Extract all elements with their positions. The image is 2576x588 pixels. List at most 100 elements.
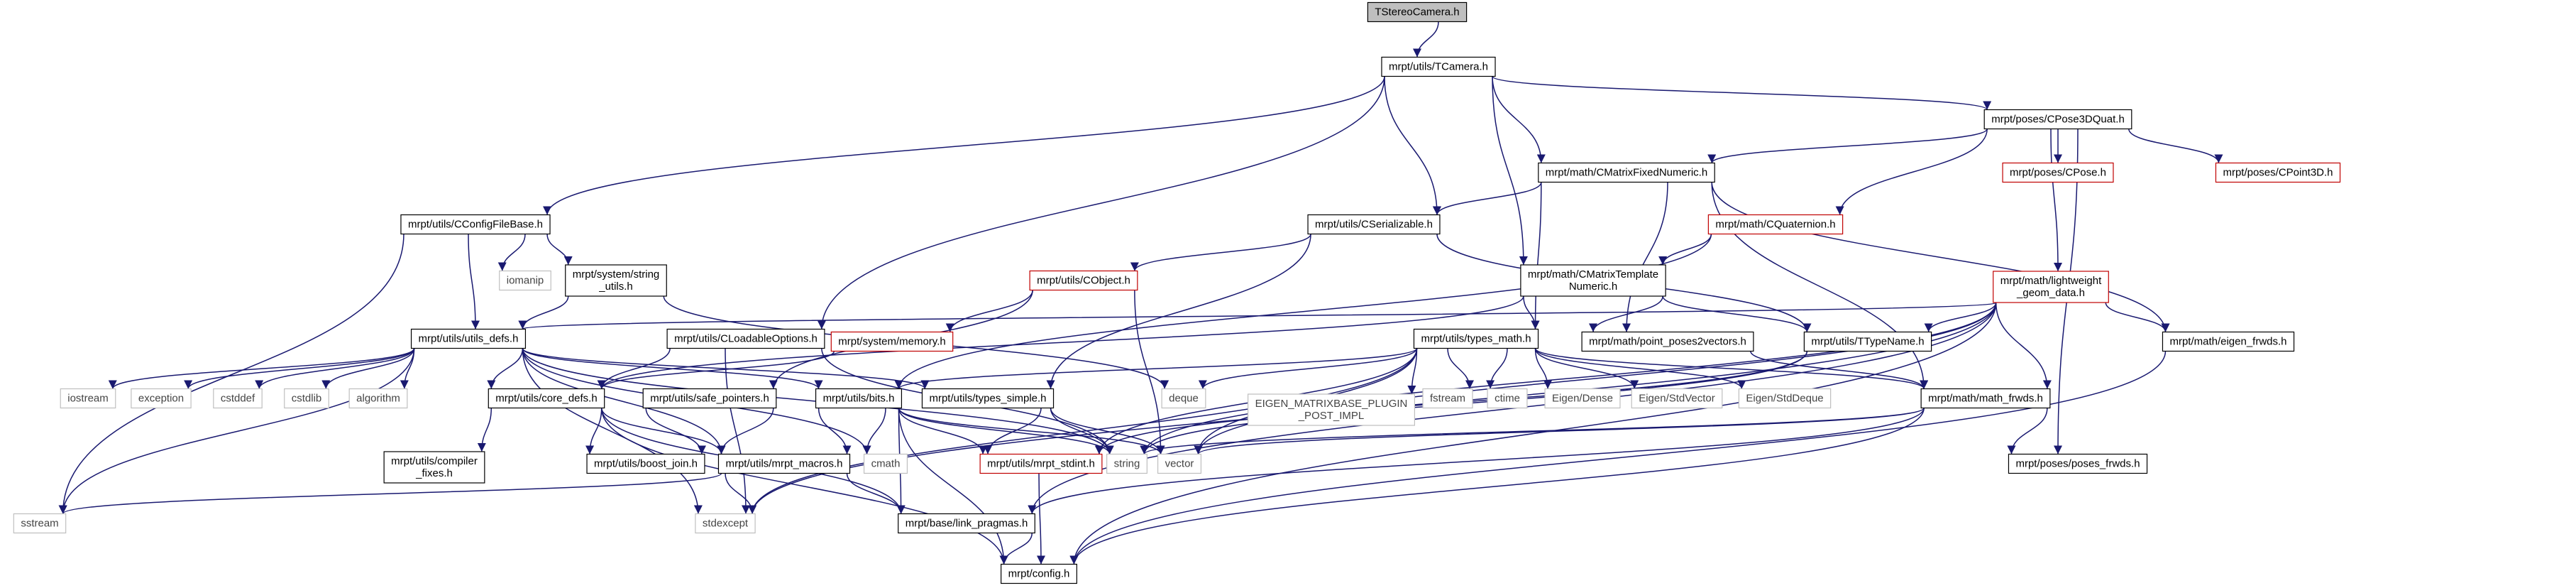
node-cserializable[interactable]: mrpt/utils/CSerializable.h [1307,214,1441,235]
edge-utils_defs-to-types_simple [522,347,930,390]
node-box [1631,388,1723,409]
node-cpose3dquat[interactable]: mrpt/poses/CPose3DQuat.h [1983,109,2132,130]
node-types-simple[interactable]: mrpt/utils/types_simple.h [921,388,1055,409]
node-label: mrpt/utils/TTypeName.h [1811,336,1924,348]
node-bits[interactable]: mrpt/utils/bits.h [815,388,903,409]
node-lightweight-geom-data[interactable]: mrpt/math/lightweight_geom_data.h [1993,271,2109,303]
node-math-frwds[interactable]: mrpt/math/math_frwds.h [1920,388,2051,409]
node-label: mrpt/math/eigen_frwds.h [2169,336,2286,348]
node-label: mrpt/utils/mrpt_stdint.h [987,458,1095,470]
node-eigendense: Eigen/Dense [1544,388,1621,409]
node-label: Eigen/StdDeque [1746,393,1823,405]
node-cloadableoptions[interactable]: mrpt/utils/CLoadableOptions.h [666,328,825,349]
node-deque: deque [1161,388,1206,409]
node-label: _utils.h [598,281,633,293]
node-box [1157,453,1202,474]
edge-types_math-to-bits [894,347,1418,390]
edge-core_defs-to-config [600,408,1008,565]
node-safe-pointers[interactable]: mrpt/utils/safe_pointers.h [642,388,777,409]
node-box [863,453,908,474]
node-memory[interactable]: mrpt/system/memory.h [830,331,954,352]
node-box [131,388,192,409]
node-string-utils[interactable]: mrpt/system/string_utils.h [565,264,667,297]
node-eigen-frwds[interactable]: mrpt/math/eigen_frwds.h [2162,331,2295,352]
node-tstereocamera[interactable]: TStereoCamera.h [1367,1,1468,23]
edge-mrpt_macros-to-sstream [59,472,722,515]
node-label: mrpt/math/math_frwds.h [1928,393,2043,405]
edge-utils_defs-to-bits [522,348,823,389]
node-boost-join[interactable]: mrpt/utils/boost_join.h [586,453,705,474]
node-label: mrpt/utils/mrpt_macros.h [725,458,842,470]
node-box [1581,331,1754,352]
node-label: ctime [1495,393,1520,405]
edge-cconfigfilebase-to-iomanip [497,234,526,271]
node-algorithm: algorithm [348,388,408,409]
edge-core_defs-to-mrpt_macros [600,408,726,454]
node-ttypename[interactable]: mrpt/utils/TTypeName.h [1803,331,1932,352]
node-label: exception [138,393,184,405]
edge-core_defs-to-compiler_fixes [477,408,492,452]
edge-math_frwds-to-vector [1194,407,1925,455]
node-label: mrpt/utils/types_simple.h [929,393,1046,405]
edge-types_math-to-deque [1198,348,1418,389]
node-cpose[interactable]: mrpt/poses/CPose.h [2002,162,2114,183]
edge-utils_defs-to-mrpt_macros [522,348,726,454]
node-core-defs[interactable]: mrpt/utils/core_defs.h [488,388,605,409]
node-box [499,270,551,291]
node-mrpt-macros[interactable]: mrpt/utils/mrpt_macros.h [717,453,851,474]
node-tcamera[interactable]: mrpt/utils/TCamera.h [1381,56,1496,77]
node-label: cmath [871,458,901,470]
edge-types_math-to-stdexcept [748,348,1418,514]
edge-lightweight_geom_data-to-math_frwds [1995,302,2052,389]
edge-cpose3dquat-to-lightweight_geom_data [2050,129,2062,272]
node-poses-frwds[interactable]: mrpt/poses/poses_frwds.h [2008,453,2148,474]
node-label: mrpt/utils/safe_pointers.h [650,393,769,405]
edge-mrpt_stdint-to-config [1036,473,1045,565]
node-label: string [1114,458,1140,470]
node-compiler-fixes[interactable]: mrpt/utils/compiler_fixes.h [383,451,485,484]
edge-bits-to-mrpt_stdint [898,408,988,454]
edge-tcamera-to-cpose3dquat [1492,75,1991,111]
edge-cobject-to-vector [1134,290,1165,454]
edge-tcamera-to-cmatrixtemplatenumeric [1492,76,1528,266]
edge-cconfigfilebase-to-string_utils [546,234,573,266]
node-cmatrixfixednumeric[interactable]: mrpt/math/CMatrixFixedNumeric.h [1538,162,1715,183]
edge-bits-to-mrpt_macros [818,408,852,454]
node-box [1544,388,1621,409]
node-label: mrpt/math/CQuaternion.h [1715,219,1835,231]
edge-cmatrixfixednumeric-to-eigen_frwds [1711,182,2170,332]
node-config[interactable]: mrpt/config.h [1001,563,1077,584]
node-link-pragmas[interactable]: mrpt/base/link_pragmas.h [898,513,1035,534]
edge-tstereocamera-to-tcamera [1413,21,1439,58]
node-box [1487,388,1528,409]
edge-types_math-to-ctime [1486,348,1508,389]
node-label: sstream [21,518,58,530]
node-label: Eigen/Dense [1552,393,1613,405]
edge-safe_pointers-to-boost_join [645,408,706,454]
node-label: mrpt/poses/CPoint3D.h [2223,167,2333,179]
edge-memory-to-core_defs [597,351,835,389]
node-box [2002,162,2114,183]
node-cconfigfilebase[interactable]: mrpt/utils/CConfigFileBase.h [400,214,551,235]
node-label: mrpt/poses/CPose.h [2010,167,2106,179]
node-eigen-matrixbase: EIGEN_MATRIXBASE_PLUGIN_POST_IMPL [1248,393,1415,426]
node-cobject[interactable]: mrpt/utils/CObject.h [1029,270,1138,291]
edge-cmatrixtemplatenumeric-to-point_poses2vectors [1589,295,1663,332]
node-cquaternion[interactable]: mrpt/math/CQuaternion.h [1707,214,1844,235]
node-label: _geom_data.h [2016,287,2085,299]
node-eigenstdvector: Eigen/StdVector [1631,388,1723,409]
node-cpoint3d[interactable]: mrpt/poses/CPoint3D.h [2215,162,2341,183]
node-point-poses2vectors[interactable]: mrpt/math/point_poses2vectors.h [1581,331,1754,352]
edge-cloadableoptions-to-stdexcept [725,348,750,514]
node-cstdlib: cstdlib [284,388,329,409]
node-types-math[interactable]: mrpt/utils/types_math.h [1413,328,1539,349]
node-mrpt-stdint[interactable]: mrpt/utils/mrpt_stdint.h [979,453,1103,474]
edge-types_simple-to-mrpt_stdint [984,408,1042,454]
edge-cserializable-to-types_simple [1046,234,1311,389]
node-box [1538,162,1715,183]
edge-cpose3dquat-to-cmatrixfixednumeric [1707,128,1988,164]
edge-cconfigfilebase-to-utils_defs [468,234,480,330]
node-box [1106,453,1147,474]
node-utils-defs[interactable]: mrpt/utils/utils_defs.h [410,328,527,349]
